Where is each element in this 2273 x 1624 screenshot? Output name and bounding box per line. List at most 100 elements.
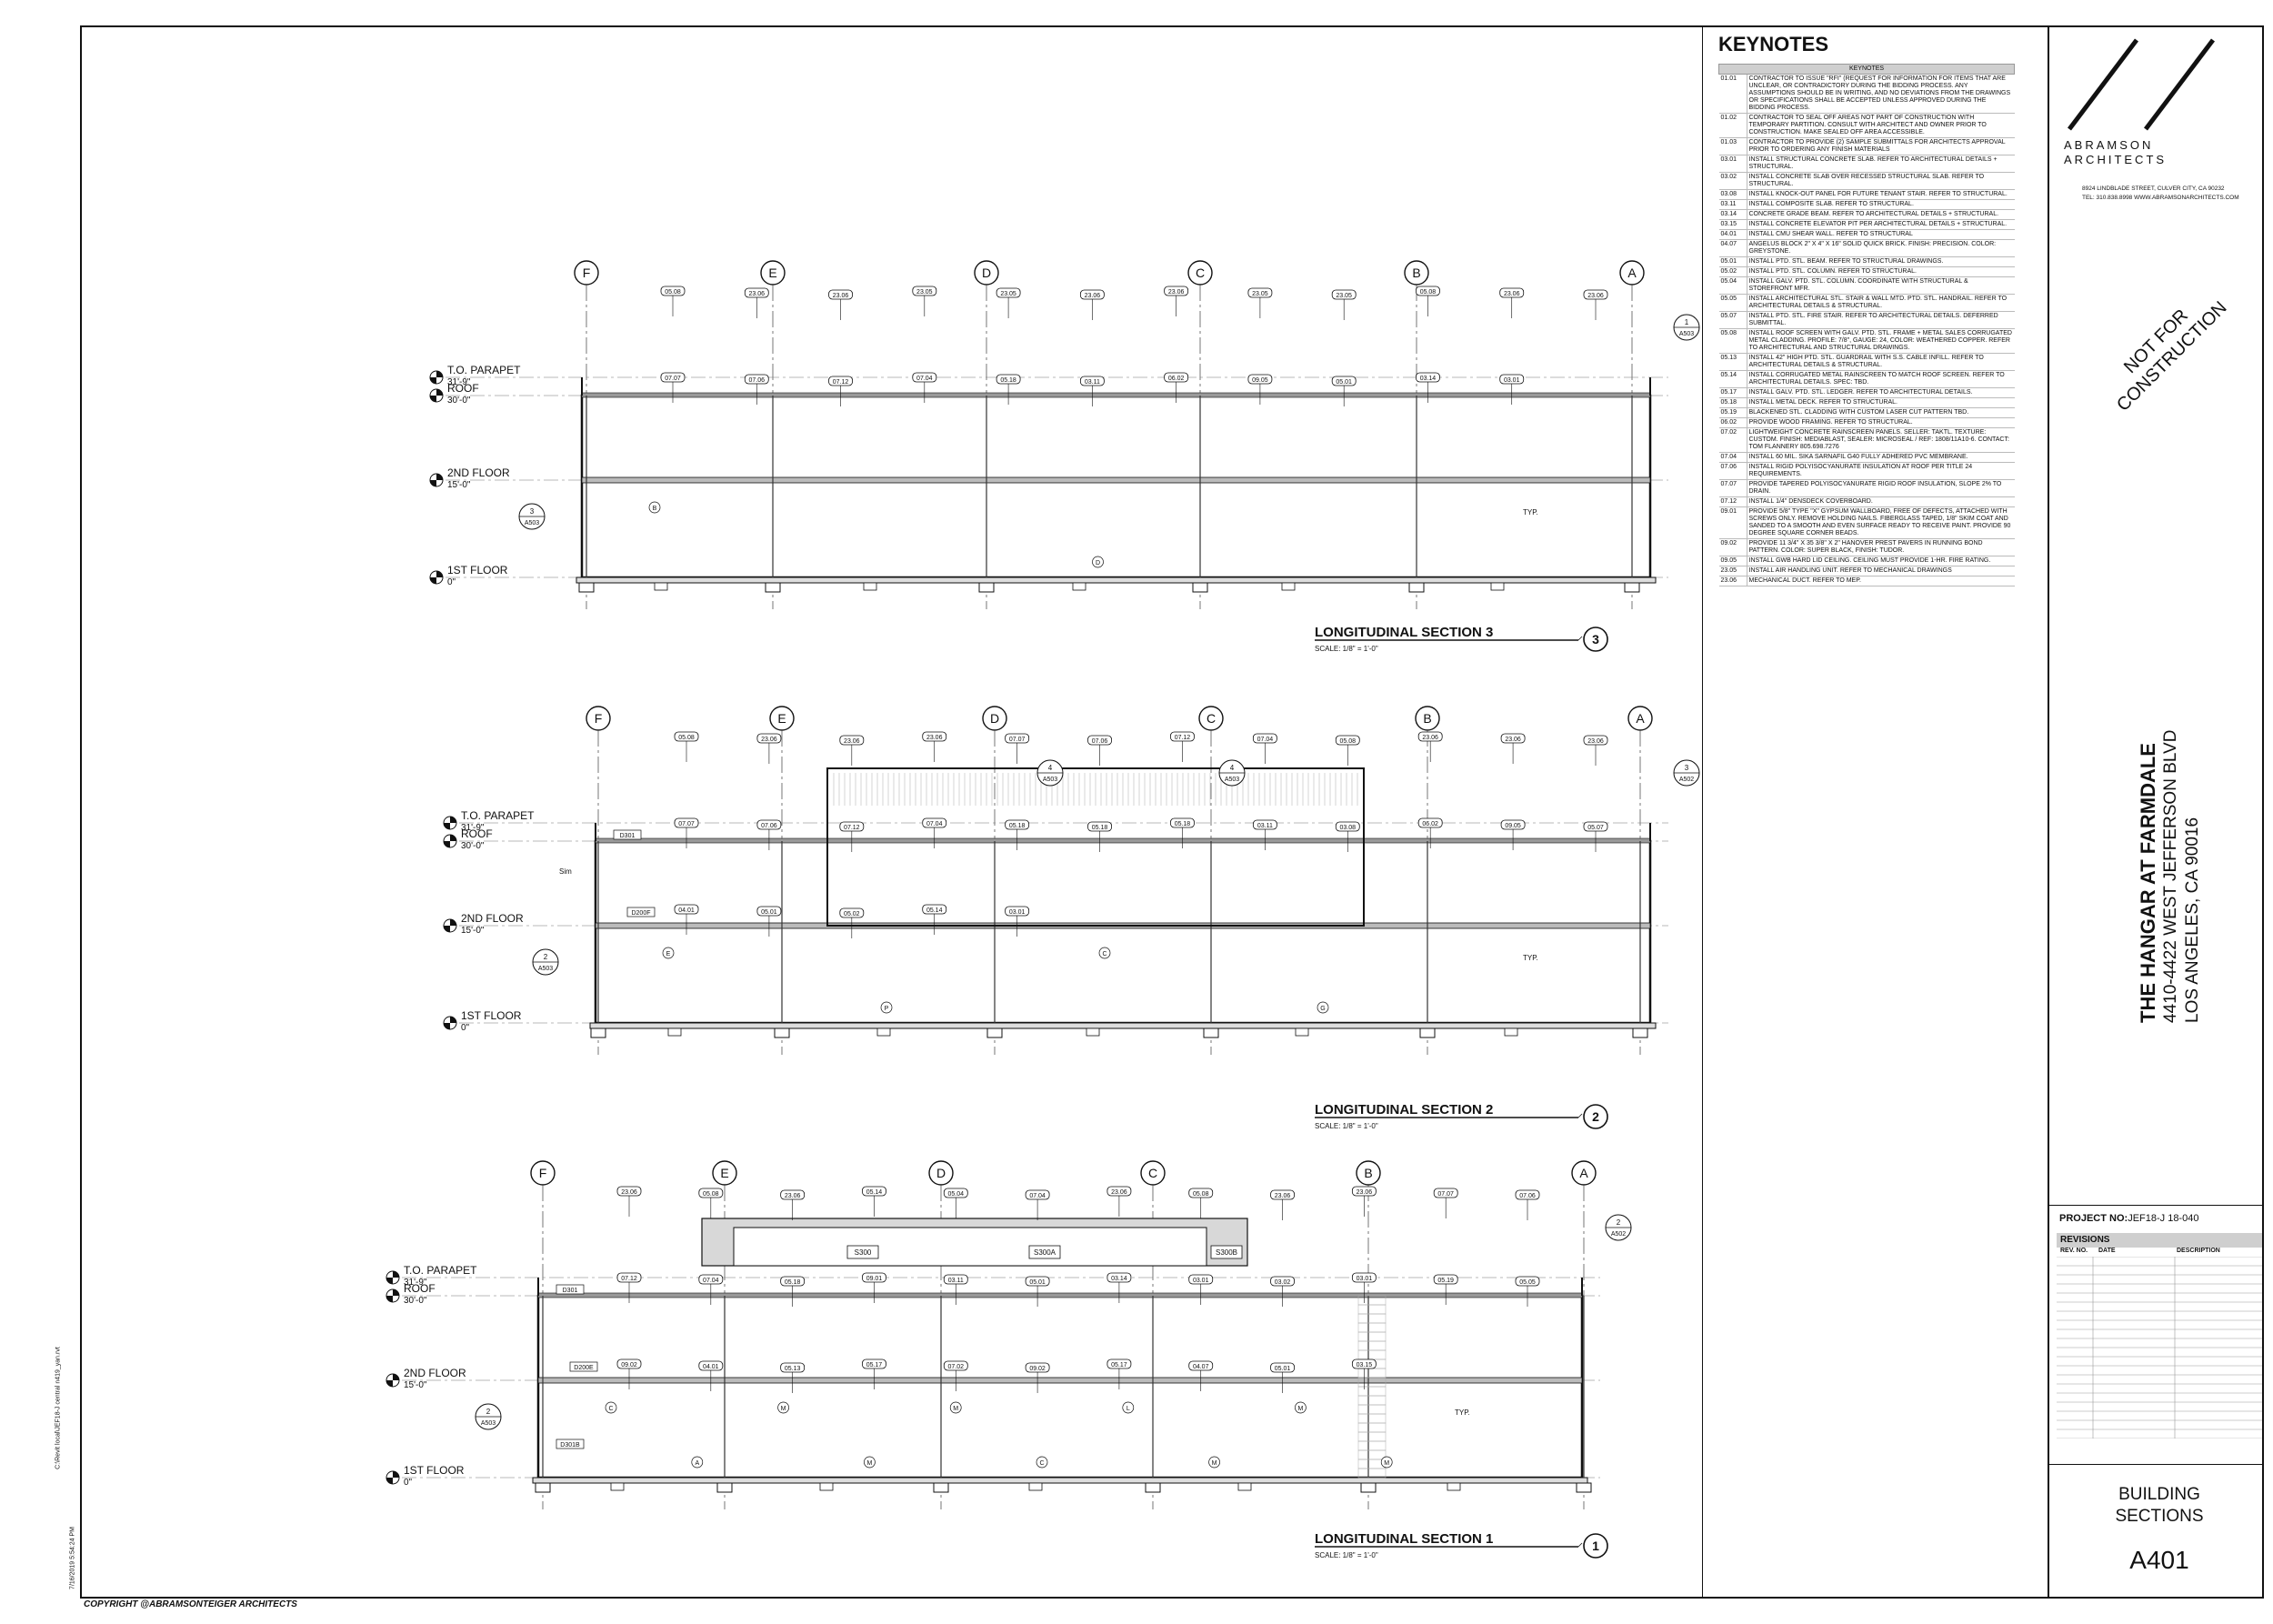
keynote-tag-text: 23.06 [844,738,860,745]
grid-label: F [583,266,591,280]
keynote-tag-text: 23.06 [1587,738,1604,745]
firm-address: 8924 LINDBLADE STREET, CULVER CITY, CA 9… [2082,185,2239,201]
keynote-tag-text: 06.02 [1422,821,1438,827]
keynote-code: 03.01 [1718,155,1747,173]
keynote-tag-text: 07.04 [703,1278,719,1284]
project-address-1: 4410-4422 WEST JEFFERSON BLVD [2161,729,2180,1023]
grid-label: E [720,1166,728,1180]
grid-label: E [768,266,776,280]
svg-text:L: L [1126,1406,1130,1412]
keynote-tag-text: 04.07 [1193,1364,1209,1370]
keynotes-divider [1702,25,1703,1599]
svg-text:2: 2 [1617,1218,1621,1227]
keynote-text: INSTALL 1/4" DENSDECK COVERBOARD. [1747,496,2015,507]
keynote-tag-text: 03.01 [1357,1276,1373,1282]
tag-marker [648,501,661,514]
project-number: PROJECT NO:JEF18-J 18-040 [2059,1213,2199,1224]
project-name: THE HANGAR AT FARMDALE [2137,743,2159,1023]
svg-text:2: 2 [486,1408,491,1416]
keynote-tag-text: 23.05 [1000,291,1016,297]
level-name: 1ST FLOOR [461,1009,522,1022]
tag-marker [880,1001,893,1014]
keynote-tag-text: 03.01 [1504,377,1520,384]
keynote-code: 07.12 [1718,496,1747,507]
tag-marker [1098,947,1111,959]
project-address-2: LOS ANGELES, CA 90016 [2183,817,2202,1023]
svg-text:4: 4 [1230,764,1235,772]
keynote-code: 07.07 [1718,479,1747,497]
keynote-code: 09.05 [1718,556,1747,566]
keynote-tag-text: 07.04 [926,821,943,827]
revisions-grid [2057,1257,2262,1439]
keynote-tag-text: 05.13 [785,1366,801,1372]
keynote-text: PROVIDE TAPERED POLYISOCYANURATE RIGID R… [1747,479,2015,497]
keynote-tag-text: 06.02 [1168,376,1185,382]
keynote-text: PROVIDE 11 3/4" X 35 3/8" X 2" HANOVER P… [1747,538,2015,556]
keynote-tag-text: 23.06 [1085,293,1101,299]
svg-text:A502: A502 [1679,777,1694,783]
grid-label: B [1364,1166,1372,1180]
keynote-tag-text: 23.06 [621,1189,637,1196]
tag-marker [691,1456,704,1469]
level-elevation: 0" [404,1478,413,1488]
svg-text:M: M [1297,1406,1303,1412]
svg-text:C: C [1102,951,1106,957]
tag-marker [949,1401,962,1414]
keynote-text: CONTRACTOR TO SEAL OFF AREAS NOT PART OF… [1747,113,2015,138]
keynote-tag-text: 05.14 [926,907,943,914]
keynote-text: INSTALL PTD. STL. FIRE STAIR. REFER TO A… [1747,311,2015,329]
keynote-text: PROVIDE WOOD FRAMING. REFER TO STRUCTURA… [1747,417,2015,428]
keynote-text: BLACKENED STL. CLADDING WITH CUSTOM LASE… [1747,407,2015,418]
typ-note: TYP. [1455,1408,1470,1417]
keynote-code: 05.17 [1718,387,1747,398]
svg-text:A503: A503 [481,1420,496,1427]
keynote-tag-text: 07.07 [1009,737,1026,743]
keynote-tag-text: 09.02 [1029,1366,1046,1372]
keynote-text: PROVIDE 5/8" TYPE "X" GYPSUM WALLBOARD, … [1747,506,2015,539]
keynote-tag-text: 23.06 [1357,1189,1373,1196]
keynote-code: 05.08 [1718,328,1747,354]
keynote-tag-text: 05.14 [866,1189,883,1196]
grid-label: A [1579,1166,1588,1180]
keynote-tag-text: 03.08 [1340,825,1357,831]
keynote-tag-text: 03.14 [1420,376,1437,382]
svg-text:D200E: D200E [574,1365,594,1371]
keynote-tag-text: 05.18 [785,1279,801,1286]
keynote-code: 01.02 [1718,113,1747,138]
room-tag [846,1245,879,1259]
grid-label: E [777,711,786,726]
grid-label: D [990,711,999,726]
svg-text:A503: A503 [525,520,539,526]
section-title: LONGITUDINAL SECTION 2 [1315,1102,1493,1118]
keynote-code: 03.08 [1718,189,1747,200]
svg-text:A503: A503 [538,966,553,972]
svg-text:1: 1 [1685,318,1689,326]
svg-text:A503: A503 [1225,777,1239,783]
svg-text:D301: D301 [620,833,636,839]
keynote-tag-text: 03.11 [1257,823,1273,829]
keynote-tag-text: 07.12 [844,825,860,831]
keynote-tag-text: 05.18 [1009,823,1026,829]
keynote-tag-text: 07.04 [916,376,933,382]
keynote-code: 07.04 [1718,452,1747,463]
level-elevation: 15'-0" [404,1380,427,1390]
keynote-code: 05.01 [1718,256,1747,267]
level-elevation: 0" [447,577,456,587]
keynote-tag-text: 03.14 [1111,1276,1127,1282]
keynote-text: INSTALL ARCHITECTURAL STL. STAIR & WALL … [1747,294,2015,312]
grid-label: F [539,1166,547,1180]
grid-label: C [1148,1166,1157,1180]
keynote-text: INSTALL CONCRETE SLAB OVER RECESSED STRU… [1747,172,2015,190]
keynote-tag-text: 04.01 [703,1364,719,1370]
